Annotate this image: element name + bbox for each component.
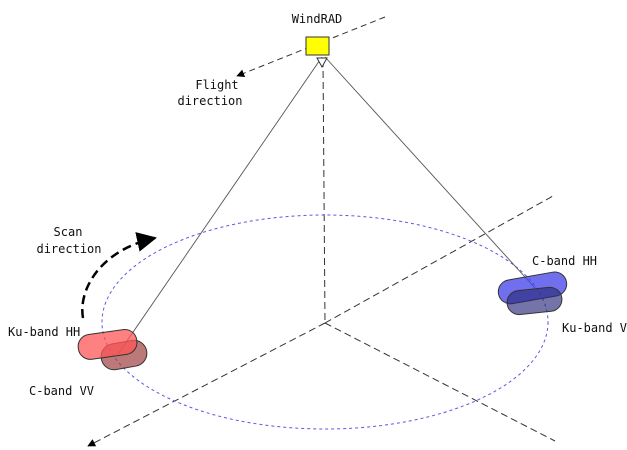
nadir-line	[322, 59, 326, 324]
scan-direction-arrow	[81, 232, 157, 319]
windrad-satellite-icon	[305, 36, 330, 56]
flight-direction-label-line1: Flight	[195, 78, 238, 92]
flight-track-line	[87, 322, 326, 447]
flight-direction-label-line2: direction	[177, 94, 242, 108]
ku-band-hh-footprint	[77, 328, 138, 360]
ku-band-vv-footprint	[506, 286, 563, 316]
instrument-label: WindRAD	[292, 12, 343, 26]
c-band-hh-label: C-band HH	[532, 254, 597, 268]
scan-direction-label-line1: Scan	[54, 225, 83, 239]
ku-band-hh-label: Ku-band HH	[8, 325, 80, 339]
c-band-vv-label: C-band VV	[29, 384, 94, 398]
scan-circle	[101, 214, 549, 430]
right-beam-line	[324, 56, 536, 289]
orbit-track-line	[236, 16, 386, 78]
left-beam-line	[117, 56, 323, 355]
scan-direction-label-line2: direction	[36, 242, 101, 256]
nadir-marker-icon	[316, 57, 328, 69]
ground-axis-front	[324, 322, 556, 442]
ku-band-vv-label: Ku-band VV	[562, 321, 627, 335]
